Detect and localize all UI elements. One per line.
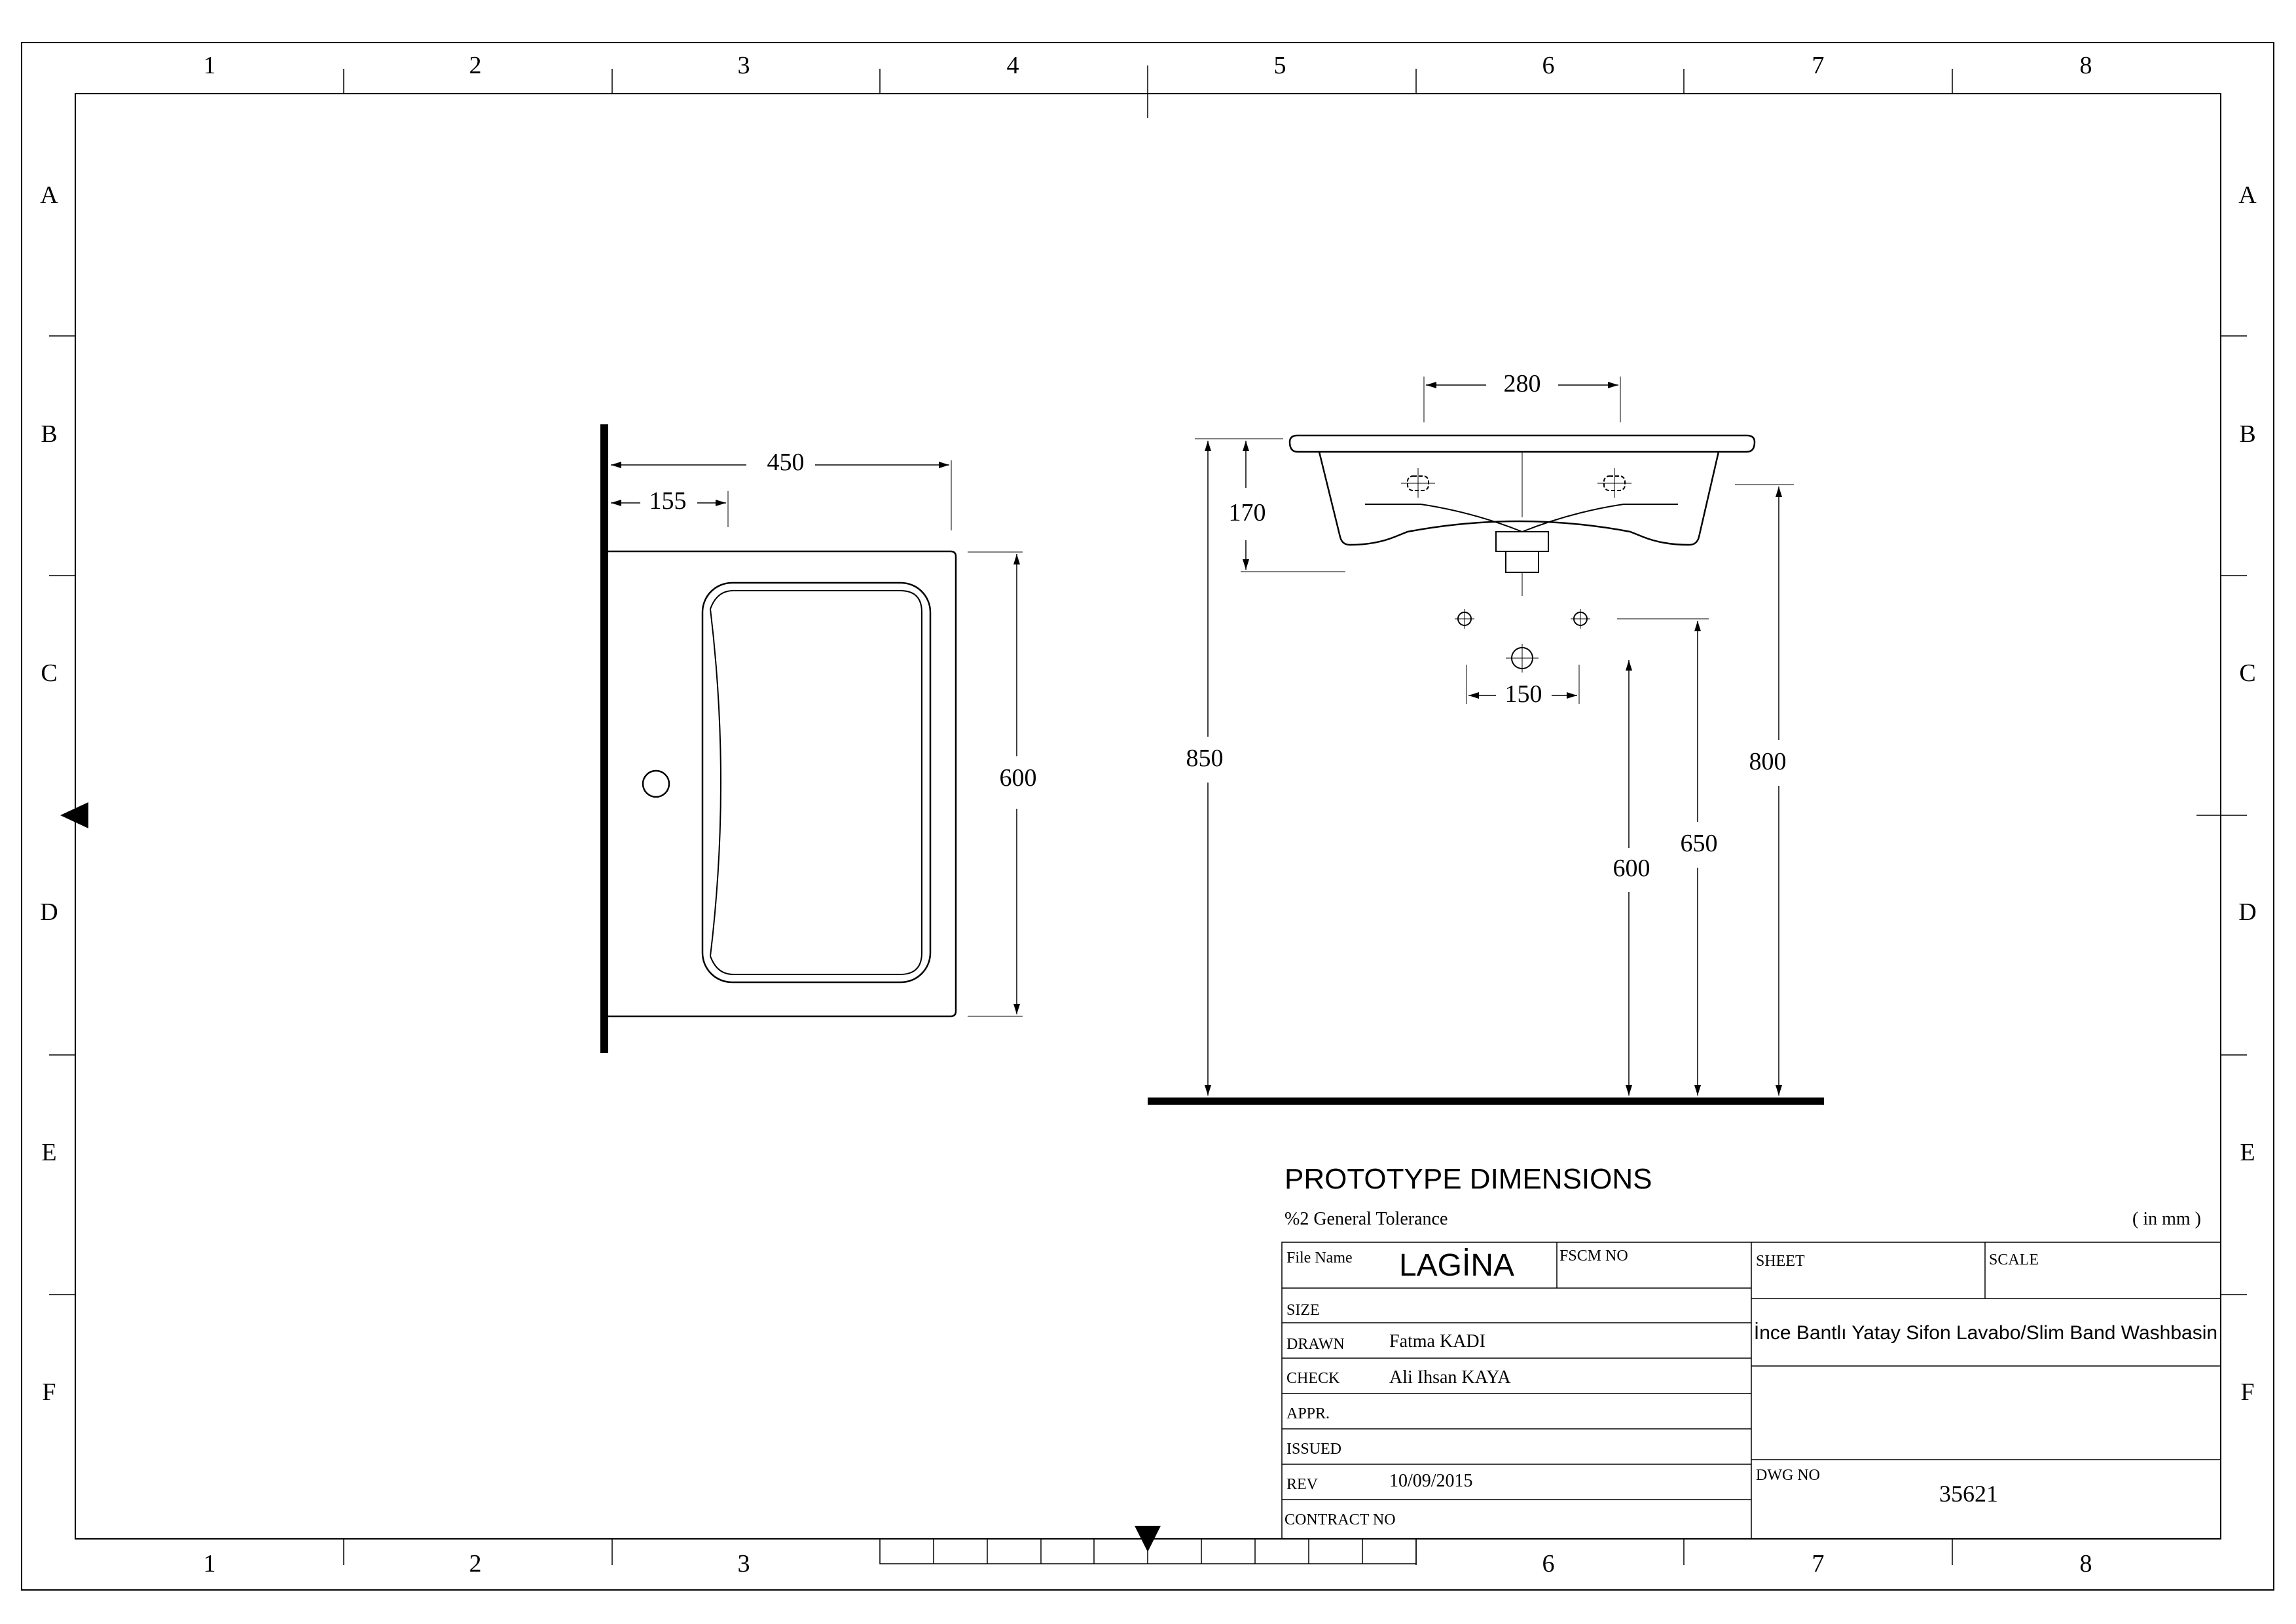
dim-depth: 600: [968, 551, 1037, 1017]
top-view: 450 155 600: [600, 424, 1037, 1053]
column-label: 2: [469, 1550, 482, 1578]
row-label: E: [41, 1139, 56, 1166]
dim-total-height: 850: [1186, 438, 1241, 1096]
dim-width: 450: [611, 449, 952, 530]
file-name-value: LAGİNA: [1399, 1248, 1514, 1283]
size-label: SIZE: [1286, 1302, 1320, 1319]
dim-label: 155: [649, 487, 687, 515]
column-label: 8: [2080, 52, 2092, 79]
drawn-value: Fatma KADI: [1389, 1331, 1485, 1352]
tap-hole: [642, 769, 670, 798]
row-labels-left: A B C D E F: [40, 181, 58, 1406]
column-label: 7: [1812, 52, 1825, 79]
row-label: C: [41, 659, 57, 687]
waste-pipe: [1505, 551, 1539, 573]
drawn-label: DRAWN: [1286, 1336, 1345, 1353]
file-name-label: File Name: [1286, 1249, 1353, 1266]
dim-outlet-height: 600: [1613, 660, 1650, 1096]
row-label: D: [40, 898, 58, 926]
tolerance-note: %2 General Tolerance: [1285, 1209, 1448, 1229]
basin-body: [1318, 451, 1720, 546]
row-labels-right: A B C D E F: [2238, 181, 2257, 1406]
dim-label: 170: [1229, 499, 1266, 526]
column-label: 6: [1542, 1550, 1555, 1578]
front-view: 280 170 850 800 650: [1148, 370, 1824, 1105]
row-label: E: [2240, 1139, 2255, 1166]
column-labels-top: 1 2 3 4 5 6 7 8: [204, 52, 2092, 79]
check-label: CHECK: [1286, 1370, 1340, 1387]
rev-value: 10/09/2015: [1389, 1471, 1473, 1491]
row-label: A: [2238, 181, 2257, 209]
row-label: F: [2240, 1378, 2254, 1406]
column-label: 8: [2080, 1550, 2092, 1578]
units-note: ( in mm ): [2132, 1209, 2201, 1229]
fscm-label: FSCM NO: [1559, 1247, 1628, 1264]
row-label: F: [42, 1378, 56, 1406]
contract-label: CONTRACT NO: [1285, 1511, 1396, 1528]
column-label: 5: [1274, 52, 1286, 79]
dim-basin-height: 170: [1229, 438, 1345, 572]
column-label: 2: [469, 52, 482, 79]
rev-label: REV: [1286, 1476, 1319, 1493]
row-label: D: [2238, 898, 2256, 926]
row-label: B: [2239, 420, 2255, 448]
dim-label: 450: [767, 449, 805, 476]
bowl-outer: [701, 581, 932, 984]
column-label: 3: [738, 52, 750, 79]
bowl-inner: [709, 590, 922, 975]
basin-inner-bowl: [1365, 504, 1678, 533]
scale-label: SCALE: [1989, 1251, 2039, 1268]
dim-label: 600: [1000, 764, 1037, 792]
title-block: PROTOTYPE DIMENSIONS %2 General Toleranc…: [1281, 1163, 2221, 1540]
sheet-frame: 1 2 3 4 5 6 7 8 1 2 3 6 7 8 A B C D E F …: [21, 42, 2274, 1591]
dim-hole-offset: 155: [611, 487, 729, 527]
product-title: İnce Bantlı Yatay Sifon Lavabo/Slim Band…: [1754, 1322, 2217, 1344]
appr-label: APPR.: [1286, 1405, 1330, 1422]
row-label: A: [40, 181, 58, 209]
check-value: Ali Ihsan KAYA: [1389, 1367, 1511, 1388]
column-label: 4: [1007, 52, 1019, 79]
issued-label: ISSUED: [1286, 1441, 1341, 1458]
column-labels-bottom: 1 2 3 6 7 8: [204, 1550, 2092, 1578]
column-label: 1: [204, 1550, 216, 1578]
dwg-no-label: DWG NO: [1756, 1467, 1820, 1484]
dim-rim-height: 800: [1735, 484, 1794, 1096]
dim-inlet-height: 650: [1617, 618, 1718, 1096]
title-block-heading: PROTOTYPE DIMENSIONS: [1285, 1163, 1652, 1195]
dim-label: 600: [1613, 855, 1650, 882]
dim-label: 280: [1504, 370, 1541, 397]
wall: [600, 424, 608, 1053]
left-center-arrow-icon: [60, 802, 88, 828]
dim-label: 850: [1186, 745, 1224, 772]
tap-holes: [1401, 468, 1631, 498]
dim-label: 650: [1681, 830, 1718, 857]
column-label: 3: [738, 1550, 750, 1578]
waste-outlet: [1495, 531, 1549, 552]
row-ticks: [49, 335, 2247, 1295]
floor-line: [1148, 1098, 1824, 1105]
wall-connection-points: [1455, 609, 1590, 673]
basin-outline: [608, 550, 957, 1018]
dim-label: 800: [1749, 748, 1787, 775]
bottom-center-arrow-icon: [1135, 1526, 1161, 1552]
basin-rim: [1288, 434, 1756, 453]
column-label: 1: [204, 52, 216, 79]
row-label: B: [41, 420, 57, 448]
column-ticks: [343, 65, 1953, 1565]
row-label: C: [2239, 659, 2255, 687]
column-label: 6: [1542, 52, 1555, 79]
dwg-no-value: 35621: [1939, 1481, 1998, 1507]
dim-inlet-spacing: 150: [1466, 665, 1580, 708]
title-block-grid: [1281, 1242, 2221, 1540]
column-label: 7: [1812, 1550, 1825, 1578]
dim-label: 150: [1505, 680, 1542, 708]
dim-hole-spacing: 280: [1423, 370, 1621, 422]
sheet-label: SHEET: [1756, 1253, 1805, 1270]
